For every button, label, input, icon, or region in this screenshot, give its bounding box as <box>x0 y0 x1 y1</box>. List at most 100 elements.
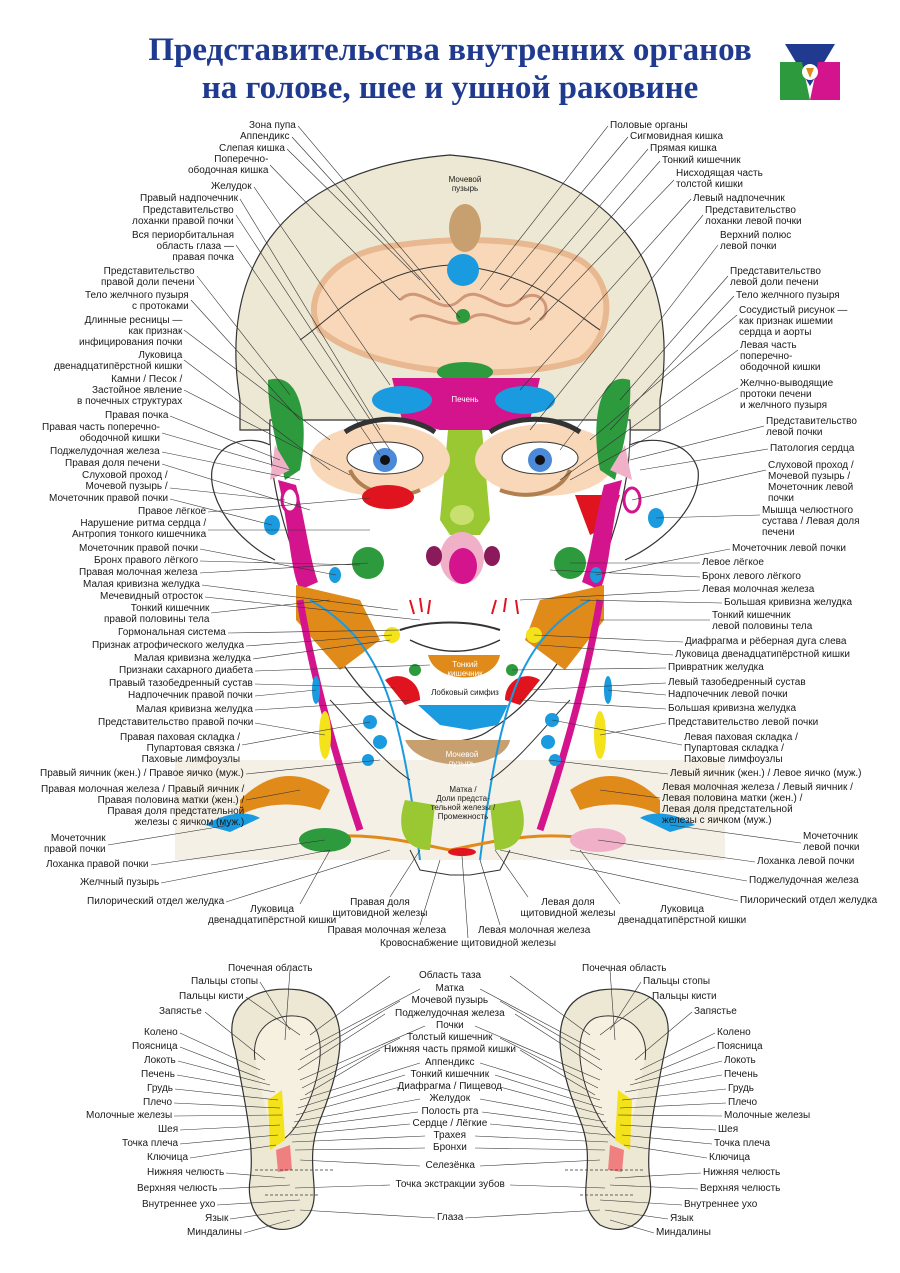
ear-label-right-3: Запястье <box>694 1006 737 1017</box>
ear-label-left-5: Поясница <box>132 1041 178 1052</box>
green-bar-right <box>596 378 631 480</box>
face-label-left-5: Правый надпочечник <box>140 193 238 204</box>
neck-label-0: Луковица двенадцатипёрстной кишки <box>208 904 337 926</box>
neck-label-5: Левая доля щитовидной железы <box>520 897 616 919</box>
face-label-left-13: Правая почка <box>105 410 169 421</box>
ear-label-left-1: Пальцы стопы <box>191 976 259 987</box>
ear-label-left-13: Ключица <box>147 1152 189 1163</box>
face-label-right-1: Сигмовидная кишка <box>630 131 724 142</box>
ear-label-left-3: Запястье <box>159 1006 202 1017</box>
face-label-right-9: Тело желчного пузыря <box>736 290 840 301</box>
ear-label-right-10: Молочные железы <box>724 1110 811 1121</box>
bladder-chin-text: Мочевой пузырь <box>445 750 479 768</box>
face-label-right-18: Левое лёгкое <box>702 557 764 568</box>
face-label-right-15: Слуховой проход / Мочевой пузырь / Мочет… <box>768 460 854 504</box>
jaw-magenta-right <box>582 480 622 590</box>
ear-label-left-7: Печень <box>141 1069 175 1080</box>
face-label-left-14: Правая часть поперечно- ободочной кишки <box>42 422 160 444</box>
small-intestine-zone <box>428 655 500 678</box>
green-bar-left <box>268 378 304 480</box>
ear-label-right-5: Поясница <box>717 1041 763 1052</box>
face-label-left-28: Признак атрофического желудка <box>92 640 245 651</box>
face-label-left-12: Камни / Песок / Застойное явление в поче… <box>77 374 183 407</box>
small-intestine-text: Тонкий кишечник <box>447 660 483 678</box>
face-label-right-30: Левая паховая складка / Пупартовая склад… <box>684 732 798 765</box>
face-label-left-3: Поперечно- ободочная кишка <box>188 154 269 176</box>
face-label-left-18: Мочеточник правой почки <box>49 493 169 504</box>
chest-backdrop <box>175 760 725 860</box>
bladder-zone-top <box>449 204 481 252</box>
ear-label-center-10: Желудок <box>429 1093 471 1104</box>
ear-label-right-9: Плечо <box>728 1097 758 1108</box>
face-label-left-2: Слепая кишка <box>219 143 285 154</box>
face-label-right-2: Прямая кишка <box>650 143 717 154</box>
face-label-left-7: Вся периорбитальная область глаза — прав… <box>132 230 234 263</box>
liver-text: Печень <box>451 395 479 404</box>
face-label-left-10: Длинные ресницы — как признак инфицирова… <box>79 315 183 348</box>
neck-label-2: Правая молочная железа <box>327 925 447 936</box>
cheek-red-left <box>362 485 414 509</box>
ear-label-right-2: Пальцы кисти <box>652 991 717 1002</box>
ear-label-left-9: Плечо <box>143 1097 173 1108</box>
ear-label-center-15: Селезёнка <box>425 1160 475 1171</box>
face-label-right-35: Поджелудочная железа <box>749 875 859 886</box>
ear-label-right-7: Печень <box>724 1069 758 1080</box>
ear-left-outline <box>211 439 276 561</box>
neck-label-1: Правая доля щитовидной железы <box>332 897 428 919</box>
face-label-left-38: Мочеточник правой почки <box>44 833 106 855</box>
face-label-right-3: Тонкий кишечник <box>662 155 741 166</box>
face-label-left-40: Желчный пузырь <box>80 877 160 888</box>
ear-label-center-9: Диафрагма / Пищевод <box>397 1081 503 1092</box>
uterus-text: Матка / Доли предста- тельной железы / П… <box>430 785 496 821</box>
ear-label-left-16: Внутреннее ухо <box>142 1199 216 1210</box>
navel-zone <box>456 309 470 323</box>
face-label-right-23: Диафрагма и рёберная дуга слева <box>685 636 847 647</box>
ear-label-left-14: Нижняя челюсть <box>147 1167 225 1178</box>
face-label-right-11: Левая часть поперечно- ободочной кишки <box>740 340 821 373</box>
face-label-left-8: Представительство правой доли печени <box>101 266 195 288</box>
face-label-right-5: Левый надпочечник <box>693 193 785 204</box>
face-label-right-32: Левая молочная железа / Левый яичник / Л… <box>662 782 853 826</box>
face-label-right-12: Желчно-выводящие протоки печени и желчно… <box>740 378 834 411</box>
face-label-right-31: Левый яичник (жен.) / Левое яичко (муж.) <box>670 768 862 779</box>
ear-label-left-0: Почечная область <box>228 963 313 974</box>
face-label-left-31: Правый тазобедренный сустав <box>109 678 253 689</box>
ear-label-left-4: Колено <box>144 1027 178 1038</box>
face-label-right-10: Сосудистый рисунок — как признак ишемии … <box>739 305 848 338</box>
ear-label-right-18: Миндалины <box>656 1227 711 1238</box>
ear-label-center-2: Мочевой пузырь <box>411 995 489 1006</box>
face-label-right-8: Представительство левой доли печени <box>730 266 821 288</box>
ear-label-right-15: Верхняя челюсть <box>700 1183 781 1194</box>
ear-label-right-6: Локоть <box>724 1055 756 1066</box>
face-label-right-7: Верхний полюс левой почки <box>720 230 792 252</box>
face-label-left-41: Пилорический отдел желудка <box>87 896 225 907</box>
ear-label-center-7: Аппендикс <box>425 1057 475 1068</box>
ear-label-right-8: Грудь <box>728 1083 755 1094</box>
ear-label-center-0: Область таза <box>419 970 482 981</box>
ear-diagram-right <box>559 988 669 1230</box>
face-label-right-24: Луковица двенадцатипёрстной кишки <box>675 649 850 660</box>
face-label-left-23: Правая молочная железа <box>79 567 198 578</box>
ear-label-center-8: Тонкий кишечник <box>410 1069 490 1080</box>
ear-label-right-12: Точка плеча <box>714 1138 771 1149</box>
face-label-left-39: Лоханка правой почки <box>46 859 149 870</box>
face-label-left-15: Поджелудочная железа <box>50 446 160 457</box>
face-label-left-36: Правый яичник (жен.) / Правое яичко (муж… <box>40 768 244 779</box>
publisher-logo-icon <box>780 44 840 100</box>
face-label-left-17: Слуховой проход / Мочевой пузырь / <box>82 470 168 492</box>
neck-label-6: Луковица двенадцатипёрстной кишки <box>618 904 747 926</box>
face-label-left-6: Представительство лоханки правой почки <box>132 205 234 227</box>
neck-label-4: Левая молочная железа <box>478 925 591 936</box>
ear-label-left-18: Миндалины <box>187 1227 242 1238</box>
face-label-left-35: Правая паховая складка / Пупартовая связ… <box>120 732 241 765</box>
ear-label-right-14: Нижняя челюсть <box>703 1167 781 1178</box>
blue-zone-forehead <box>447 254 479 286</box>
face-label-left-21: Мочеточник правой почки <box>79 543 199 554</box>
ear-label-center-1: Матка <box>435 983 465 994</box>
face-label-left-4: Желудок <box>211 181 252 192</box>
face-label-left-16: Правая доля печени <box>65 458 160 469</box>
face-label-left-11: Луковица двенадцатипёрстной кишки <box>54 350 183 372</box>
face-label-left-30: Признаки сахарного диабета <box>119 665 254 676</box>
